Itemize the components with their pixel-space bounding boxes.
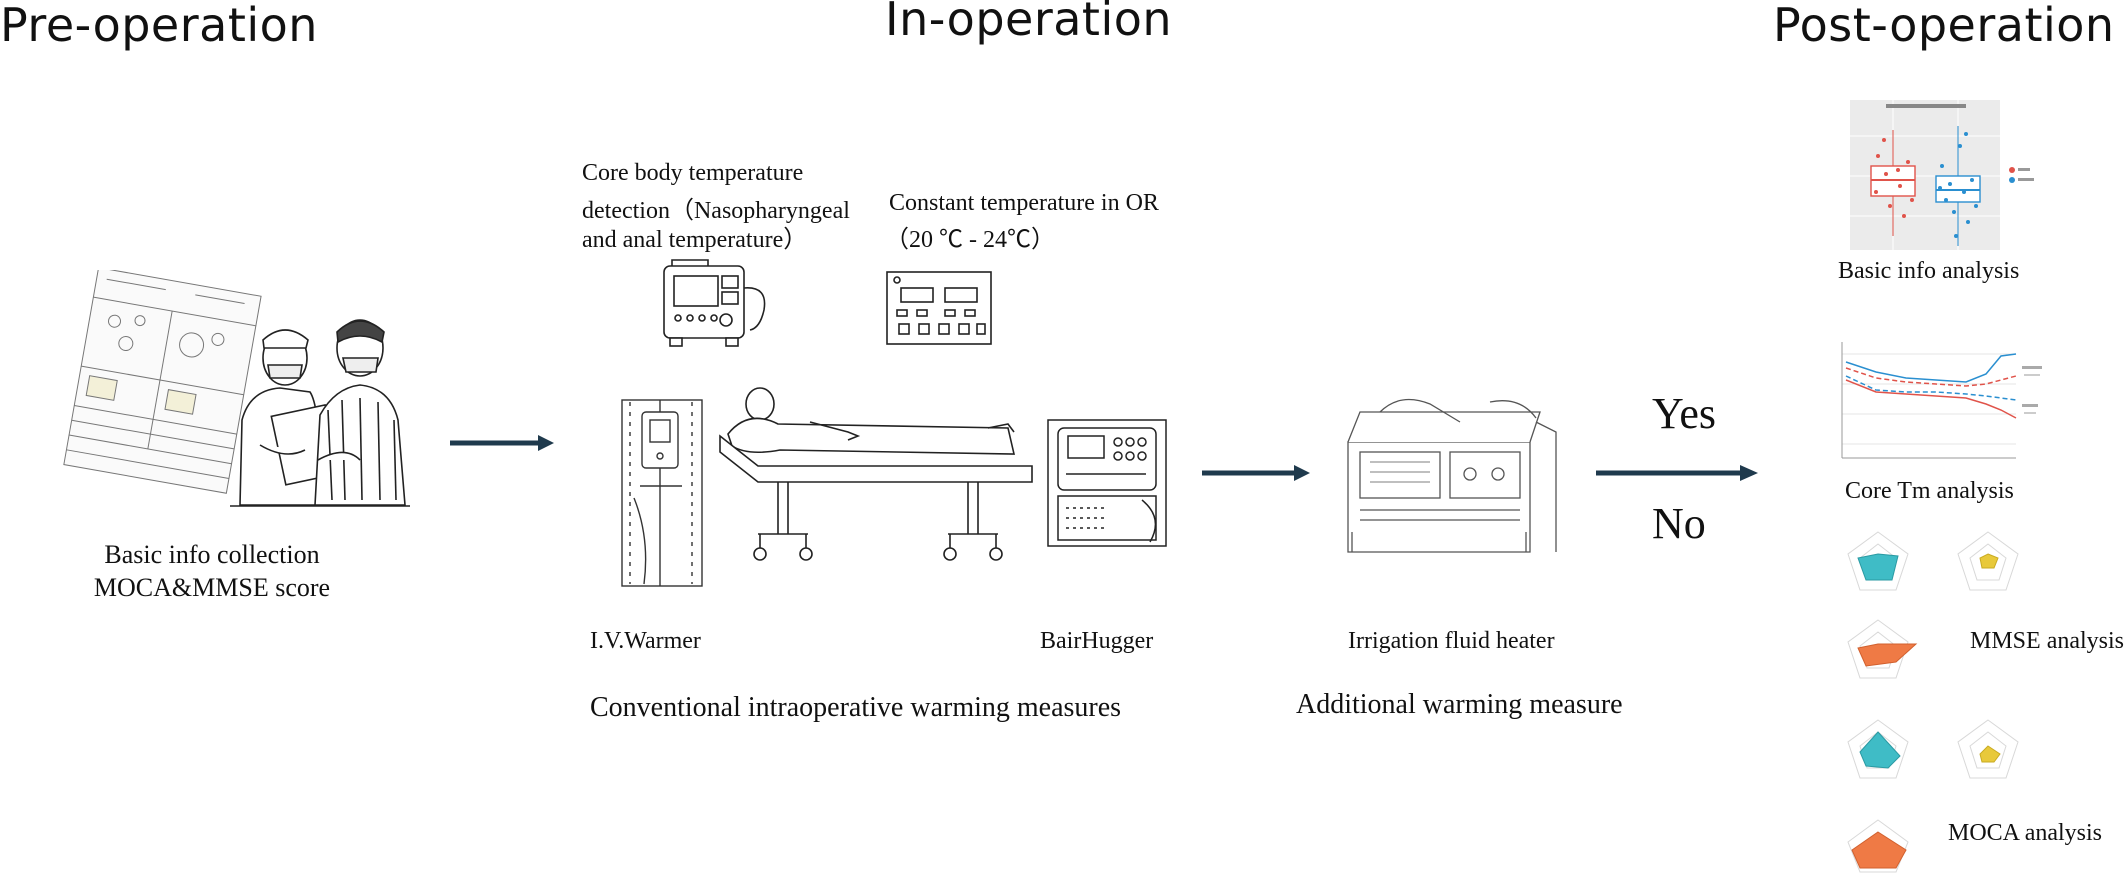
- thermostat-panel-icon: [886, 271, 992, 345]
- iv-warmer-label: I.V.Warmer: [590, 628, 701, 654]
- line-chart-thumbnail: [1841, 342, 2042, 459]
- iv-warmer-icon: [621, 399, 703, 587]
- operating-bed-icon: [719, 387, 1033, 561]
- bair-hugger-icon: [1047, 419, 1167, 547]
- conventional-warming-caption: Conventional intraoperative warming meas…: [590, 692, 1122, 723]
- basic-info-caption-line1: Basic info collection: [104, 540, 320, 569]
- irrigation-heater-label: Irrigation fluid heater: [1348, 628, 1555, 654]
- boxplot-thumbnail: [1850, 100, 2034, 250]
- decision-yes-label: Yes: [1652, 389, 1717, 438]
- monitor-icon: [663, 259, 766, 347]
- arrow-additional-to-post: [1596, 465, 1758, 481]
- arrow-pre-to-in: [450, 435, 554, 451]
- basic-info-caption-line2: MOCA&MMSE score: [93, 573, 331, 602]
- heading-post-operation: Post-operation: [1773, 0, 2115, 52]
- basic-info-analysis-label: Basic info analysis: [1838, 258, 2020, 284]
- or-temp-label-line1: Constant temperature in OR: [889, 190, 1159, 216]
- moca-analysis-label: MOCA analysis: [1948, 820, 2103, 846]
- patient-consult-illustration: [63, 270, 410, 507]
- or-temp-label-line2: （20 ℃ - 24℃）: [885, 227, 1055, 253]
- decision-no-label: No: [1652, 499, 1706, 548]
- core-temp-label-line3: and anal temperature）: [582, 227, 808, 253]
- core-temp-label-line2: detection（Nasopharyngeal: [582, 198, 850, 224]
- bair-hugger-label: BairHugger: [1040, 628, 1154, 654]
- heading-pre-operation: Pre-operation: [0, 0, 318, 52]
- radar-chart-thumbnail: [1847, 531, 2019, 873]
- core-temp-label-line1: Core body temperature: [582, 160, 804, 186]
- irrigation-heater-icon: [1347, 398, 1557, 553]
- additional-warming-caption: Additional warming measure: [1296, 689, 1623, 720]
- heading-in-operation: In-operation: [885, 0, 1173, 46]
- mmse-analysis-label: MMSE analysis: [1970, 628, 2125, 654]
- core-tm-analysis-label: Core Tm analysis: [1845, 478, 2014, 504]
- arrow-conventional-to-additional: [1202, 465, 1310, 481]
